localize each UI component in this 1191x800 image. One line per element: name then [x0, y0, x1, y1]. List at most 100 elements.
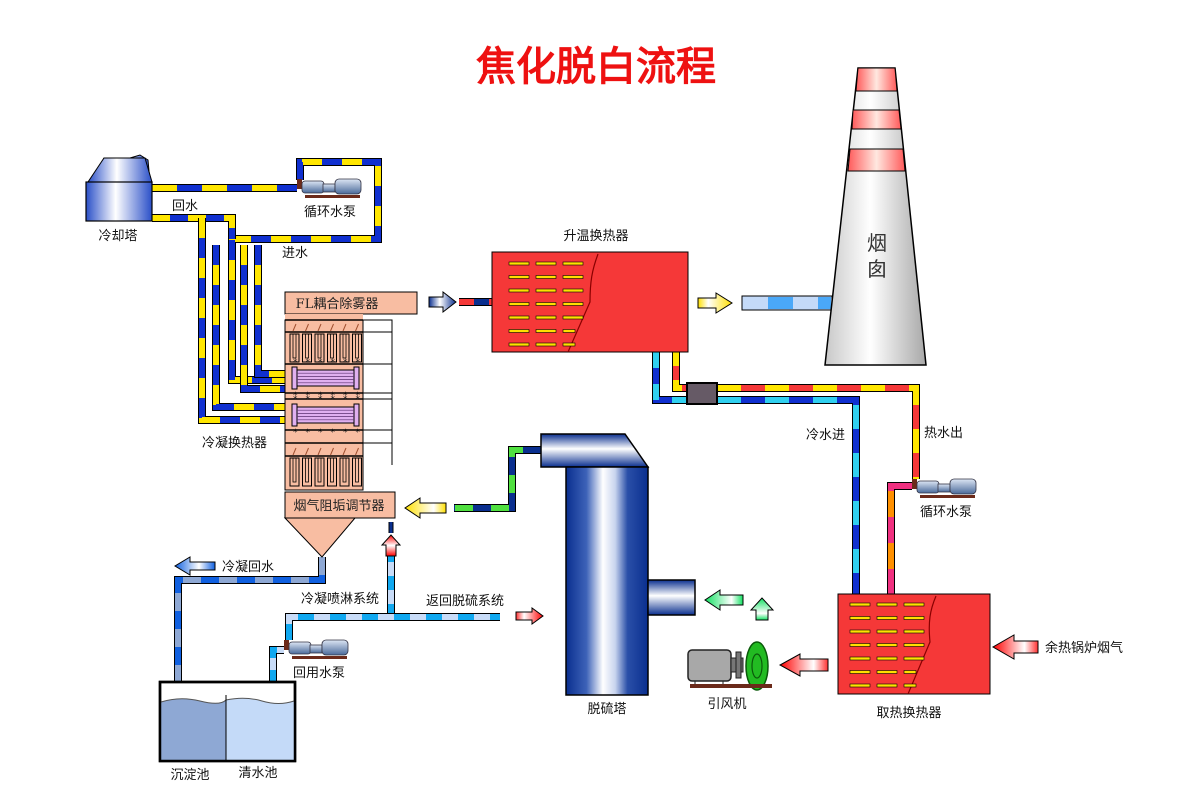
- spray-star-icon: *: [356, 358, 361, 368]
- reuse-water-pump[interactable]: [284, 639, 349, 659]
- spray-nozzle: [342, 447, 347, 456]
- demister-tube-inner: [305, 457, 309, 483]
- cooling-tower-base: [85, 181, 153, 222]
- pipe-cold-in-outline: [652, 352, 687, 404]
- exchanger-fin: [535, 261, 557, 266]
- pipe-loop-2-stripe: [213, 245, 285, 410]
- spray-star-icon: *: [343, 391, 348, 401]
- pump-motor-icon: [334, 178, 362, 195]
- exchanger-flange: [291, 403, 298, 427]
- exchanger-fin: [508, 275, 530, 279]
- exchanger-fin: [562, 342, 576, 347]
- heat-recovery-exchanger-label: 取热换热器: [876, 706, 941, 721]
- hopper: [283, 517, 357, 558]
- exchanger-fin: [876, 643, 898, 647]
- tower-body[interactable]: [565, 466, 649, 696]
- arrow-left-icon: [778, 653, 829, 677]
- heat-recovery-exchanger: 取热换热器: [837, 593, 991, 721]
- spray-star-icon: *: [318, 395, 323, 405]
- exchanger-flange: [291, 366, 298, 390]
- exchanger-fin: [508, 315, 530, 320]
- arrow-left-icon: [991, 634, 1039, 660]
- pipe-reuse-suction-stripe: [270, 647, 284, 682]
- exchanger-fin: [903, 656, 925, 661]
- exchanger-fin: [903, 683, 917, 688]
- sedimentation-tank-label: 沉淀池: [170, 768, 209, 783]
- pipe-tower-outlet: [454, 447, 541, 511]
- tower-inlet-duct: [647, 579, 696, 616]
- pump-base: [920, 495, 975, 498]
- circulating-pump-top[interactable]: [297, 178, 362, 198]
- arrow-right-icon: [515, 607, 544, 625]
- exchanger-fin: [508, 329, 530, 333]
- chimney-label-1: 烟: [867, 231, 887, 255]
- demister-tube-inner: [342, 333, 347, 359]
- chimney: 烟 囱: [824, 67, 927, 366]
- spray-star-icon: *: [306, 395, 311, 405]
- sedimentation-water: [161, 698, 226, 760]
- reuse-pump-label: 回用水泵: [293, 666, 345, 681]
- exchanger-fin: [876, 602, 898, 607]
- pipe-loop-3-outline: [240, 245, 285, 393]
- pump-base: [305, 195, 360, 198]
- spray-star-icon: *: [293, 395, 298, 405]
- pipe-cooling-inlet-stripe: [229, 159, 381, 383]
- exchanger-fin: [876, 683, 898, 688]
- exchanger-tubes: [296, 369, 355, 387]
- clear-water: [226, 698, 294, 760]
- pipe-to-chimney-stripe: [818, 297, 831, 309]
- spray-star-icon: *: [343, 428, 348, 438]
- tower-top-duct: [540, 433, 650, 468]
- induced-fan[interactable]: 引风机: [687, 641, 772, 712]
- spray-star-icon: *: [318, 358, 323, 368]
- exchanger-fin: [876, 629, 898, 634]
- spray-star-icon: *: [356, 391, 361, 401]
- pipe-spray-main-stripe: [286, 614, 500, 640]
- pump-flange: [284, 640, 289, 650]
- exchanger-fin: [849, 683, 871, 688]
- exchanger-fin: [562, 261, 584, 266]
- spray-nozzle: [317, 447, 322, 456]
- pump-flange: [912, 479, 917, 489]
- demister-tube-inner: [330, 457, 334, 483]
- circulating-pump-right[interactable]: [912, 478, 977, 498]
- exchanger-fin: [535, 315, 557, 320]
- water-tanks: 沉淀池 清水池: [158, 680, 297, 783]
- exchanger-fin: [876, 670, 898, 674]
- pump-base: [292, 656, 347, 659]
- fan-motor: [687, 649, 732, 682]
- exchanger-fin: [508, 288, 530, 293]
- cooling-tower-label: 冷却塔: [98, 229, 137, 244]
- fouling-regulator-label: 烟气阻垢调节器: [293, 498, 384, 514]
- demister-tube-inner: [317, 333, 322, 359]
- spray-star-icon: *: [331, 428, 336, 438]
- return-water-label: 回水: [172, 199, 198, 214]
- pump-motor-icon: [949, 478, 977, 495]
- pipe-tower-outlet-stripe: [454, 447, 541, 511]
- exchanger-fin: [508, 342, 530, 347]
- exchanger-fin: [849, 616, 871, 620]
- spray-star-icon: *: [306, 358, 311, 368]
- pipe-loop-inner-outline: [254, 245, 285, 378]
- arrow-left-icon: [404, 497, 447, 519]
- pipe-condensate-return-stripe: [175, 557, 325, 682]
- fouling-regulator-box[interactable]: [284, 491, 396, 519]
- return-desulfurization-label: 返回脱硫系统: [426, 594, 504, 609]
- arrow-left-icon: [704, 589, 744, 611]
- spray-nozzle: [355, 447, 359, 456]
- spray-star-icon: *: [356, 395, 361, 405]
- demister-tube-inner: [292, 333, 297, 359]
- chimney-label-2: 囱: [867, 257, 887, 281]
- condensing-spray-label: 冷凝喷淋系统: [301, 591, 379, 607]
- spray-star-icon: *: [331, 358, 336, 368]
- spray-nozzle: [292, 323, 297, 332]
- pipe-hot-out-stripe: [717, 385, 919, 479]
- exchanger-flange: [353, 366, 360, 390]
- valve-block[interactable]: [686, 382, 718, 405]
- pipe-to-chimney-stripe: [768, 297, 793, 309]
- demister-tube-inner: [292, 457, 297, 483]
- demister-label: FL耦合除雾器: [296, 297, 379, 312]
- spray-nozzle: [305, 447, 309, 456]
- pipe-pump-to-exchanger-outline: [887, 482, 912, 594]
- exchanger-fin: [535, 302, 557, 306]
